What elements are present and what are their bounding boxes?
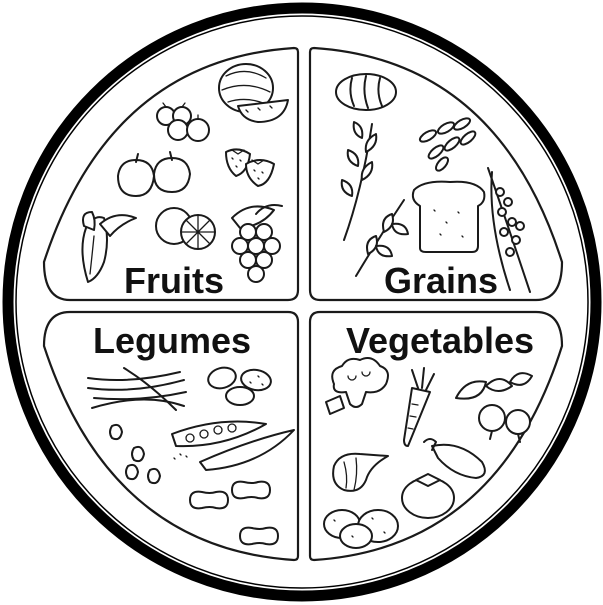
bread-slice-icon (413, 182, 485, 252)
bread-roll-icon (336, 74, 396, 110)
vegetables-label: Vegetables (346, 320, 534, 361)
fruits-label: Fruits (124, 260, 224, 301)
legumes-label: Legumes (93, 320, 251, 361)
plate-outer-rim (8, 8, 596, 596)
grains-label: Grains (384, 260, 498, 301)
